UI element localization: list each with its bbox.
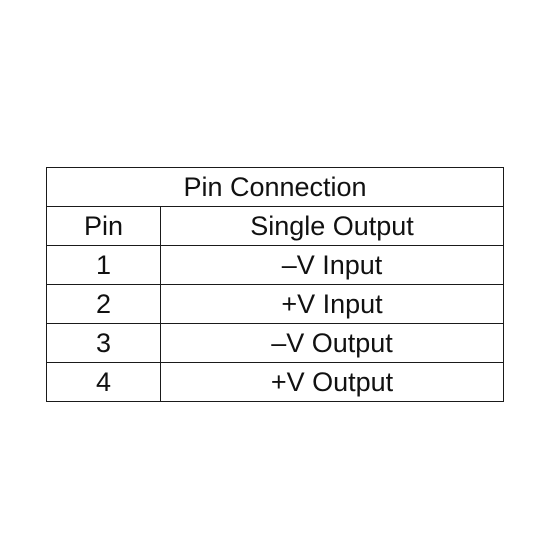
table-row: 4 +V Output — [46, 362, 504, 402]
pin-function: +V Input — [160, 284, 504, 324]
header-pin: Pin — [46, 206, 161, 246]
table-row: 3 –V Output — [46, 323, 504, 363]
pin-number: 1 — [46, 245, 161, 285]
pin-number: 4 — [46, 362, 161, 402]
table-row: 1 –V Input — [46, 245, 504, 285]
table-title: Pin Connection — [46, 167, 504, 207]
pin-number: 3 — [46, 323, 161, 363]
pin-function: –V Output — [160, 323, 504, 363]
table-title-row: Pin Connection — [46, 167, 504, 207]
header-single-output: Single Output — [160, 206, 504, 246]
pin-connection-table: Pin Connection Pin Single Output 1 –V In… — [46, 167, 504, 402]
table-header-row: Pin Single Output — [46, 206, 504, 246]
pin-number: 2 — [46, 284, 161, 324]
table-row: 2 +V Input — [46, 284, 504, 324]
pin-function: +V Output — [160, 362, 504, 402]
pin-function: –V Input — [160, 245, 504, 285]
